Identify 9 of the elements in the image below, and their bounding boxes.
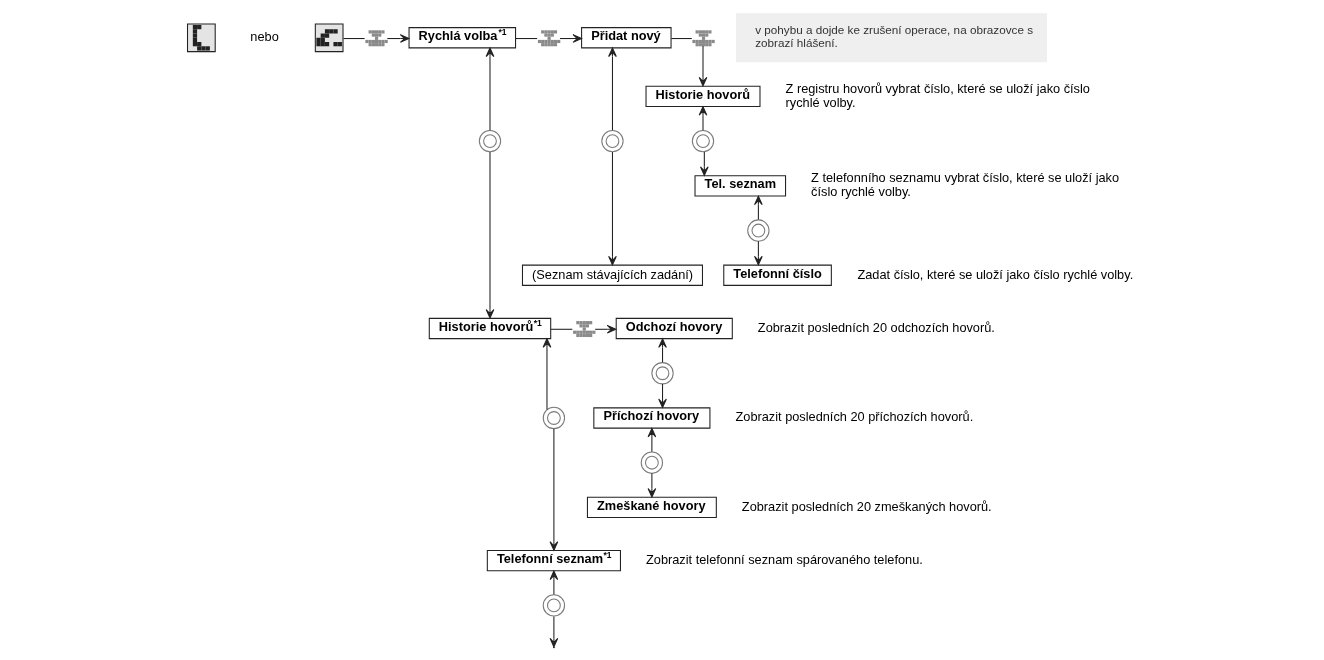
node-label: Z registru hovorů vybrat číslo, které se uloží jako číslo rychlé volby. (785, 80, 1090, 110)
node-label: Zobrazit telefonní seznam spárovaného telefonu. (646, 551, 923, 567)
node-label: Zobrazit posledních 20 zmeškaných hovorů. (741, 498, 992, 514)
label: v pohybu a dojde ke zrušení operace, na obrazovce s zobrazí hlášení. (755, 22, 1034, 49)
node-label: Zobrazit posledních 20 odchozích hovorů. (757, 319, 995, 335)
node-label: Zobrazit posledních 20 příchozích hovorů. (735, 408, 974, 424)
label: nebo (250, 28, 279, 44)
node-label: Z telefonního seznamu vybrat číslo, které se uloží jako číslo rychlé volby. (811, 169, 1120, 199)
node-label: Zadat číslo, které se uloží jako číslo rychlé volby. (857, 266, 1134, 282)
